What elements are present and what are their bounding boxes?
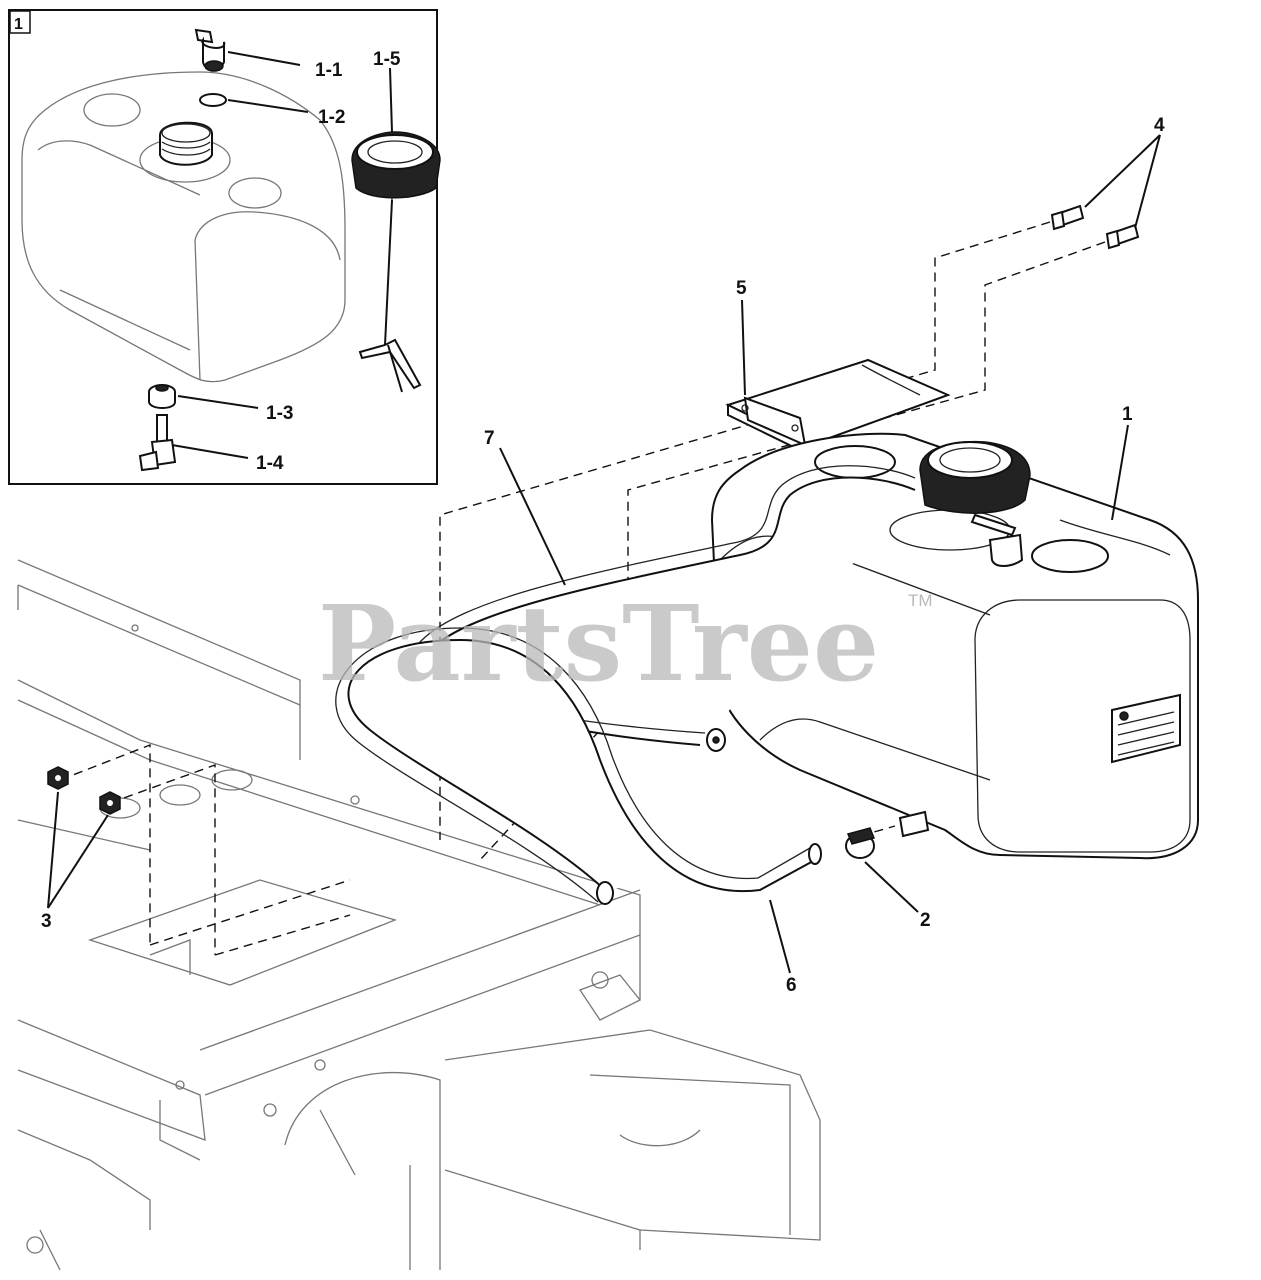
assembly-leader-lines xyxy=(59,221,1106,956)
watermark-trademark: TM xyxy=(908,591,933,610)
callout-1: 1 xyxy=(1122,404,1133,425)
callout-3: 3 xyxy=(41,911,52,932)
label-1-3: 1-3 xyxy=(266,403,293,424)
elbow-fitting xyxy=(138,414,177,472)
label-1-4: 1-4 xyxy=(256,453,284,474)
vent-valve xyxy=(194,28,226,72)
callout-6: 6 xyxy=(786,975,797,996)
tank-bracket xyxy=(725,358,951,457)
watermark-text: PartsTree xyxy=(318,582,879,705)
mounting-bolts xyxy=(1050,204,1140,250)
callout-leaders xyxy=(47,134,1161,974)
hose-clamp xyxy=(845,827,876,859)
callout-5: 5 xyxy=(736,278,747,299)
callout-4: 4 xyxy=(1154,115,1165,136)
inset-panel: 1 xyxy=(8,9,441,485)
grommet xyxy=(199,93,227,107)
callout-2: 2 xyxy=(920,910,931,931)
warning-decal xyxy=(1111,693,1181,764)
tank-fuel-cap xyxy=(919,440,1031,514)
inset-leaders xyxy=(171,51,393,459)
lock-nuts xyxy=(47,766,121,815)
inset-tank xyxy=(21,71,346,383)
label-1-2: 1-2 xyxy=(318,107,345,128)
supply-hose xyxy=(335,627,822,905)
label-1-1: 1-1 xyxy=(315,60,343,81)
inset-fuel-cap xyxy=(351,131,441,393)
label-1-5: 1-5 xyxy=(373,49,401,70)
bushing xyxy=(148,384,176,409)
inset-tag: 1 xyxy=(14,16,23,33)
callout-7: 7 xyxy=(484,428,495,449)
